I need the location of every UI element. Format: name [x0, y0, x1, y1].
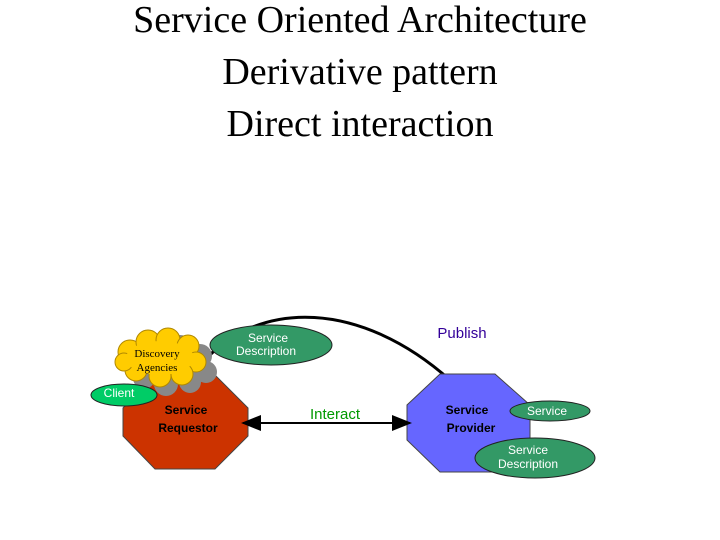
provider-service-description-oval	[474, 437, 596, 479]
requestor-service-description-oval	[209, 324, 333, 366]
provider-label-2: Provider	[447, 421, 496, 435]
interact-label: Interact	[310, 406, 361, 423]
client-oval	[90, 383, 158, 407]
provider-description-label-1: Service	[508, 443, 548, 457]
publish-label: Publish	[437, 325, 486, 342]
discovery-label-2: Agencies	[137, 362, 178, 374]
provider-service-oval	[509, 400, 591, 422]
requestor-description-label-1: Service	[248, 331, 288, 345]
requestor-label-2: Requestor	[158, 421, 218, 435]
discovery-label-1: Discovery	[134, 348, 180, 360]
provider-label-1: Service	[446, 403, 489, 417]
provider-service-label: Service	[527, 404, 567, 418]
requestor-label-1: Service	[165, 403, 208, 417]
title-line-1: Service Oriented Architecture	[133, 0, 587, 41]
title-line-2: Derivative pattern	[222, 51, 498, 93]
title-line-3: Direct interaction	[226, 103, 494, 145]
client-label: Client	[104, 386, 135, 400]
provider-description-label-2: Description	[498, 457, 558, 471]
requestor-description-label-2: Description	[236, 344, 296, 358]
